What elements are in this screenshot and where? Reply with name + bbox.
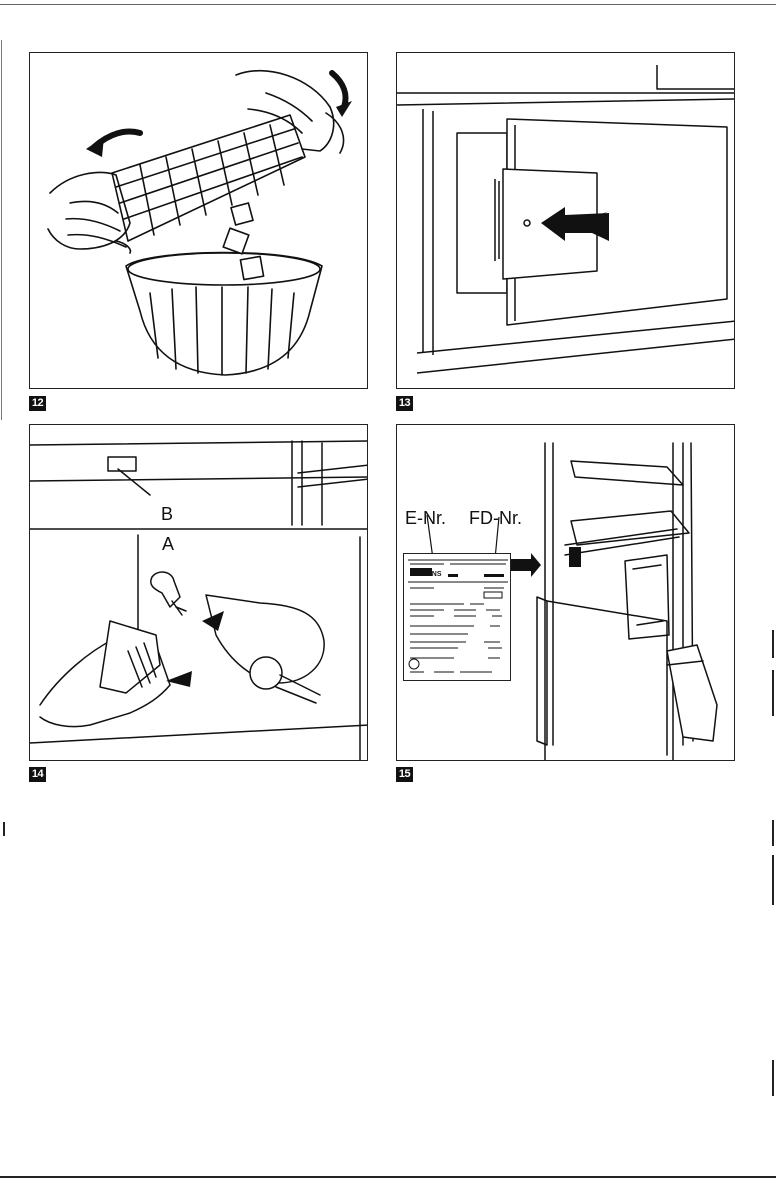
left-margin-mark [1,40,2,420]
rating-plate: SIEMENS [403,553,511,681]
right-margin-mark-3 [772,820,774,846]
right-margin-mark-1 [772,630,774,658]
figure-14-panel: B A [29,424,368,761]
top-rule [0,4,776,5]
callout-e-nr: E-Nr. [405,509,446,527]
right-margin-mark-5 [772,1060,774,1096]
callout-b: B [161,505,173,523]
door-button-illustration [397,53,735,389]
figure-12-number: 12 [29,396,46,411]
right-margin-mark-2 [772,670,774,716]
right-margin-mark-4 [772,855,774,905]
lamp-replacement-illustration [30,425,368,761]
left-margin-mark-2 [3,822,5,836]
bottom-rule [0,1176,776,1178]
figure-14-number: 14 [29,767,46,782]
figure-12-panel [29,52,368,389]
figure-15-panel: E-Nr. FD-Nr. SIEMENS [396,424,735,761]
callout-fd-nr: FD-Nr. [469,509,522,527]
figure-13-number: 13 [396,396,413,411]
ice-tray-illustration [30,53,368,389]
callout-a: A [162,535,174,553]
figure-13-panel [396,52,735,389]
figure-15-number: 15 [396,767,413,782]
rating-plate-lines [404,554,512,682]
